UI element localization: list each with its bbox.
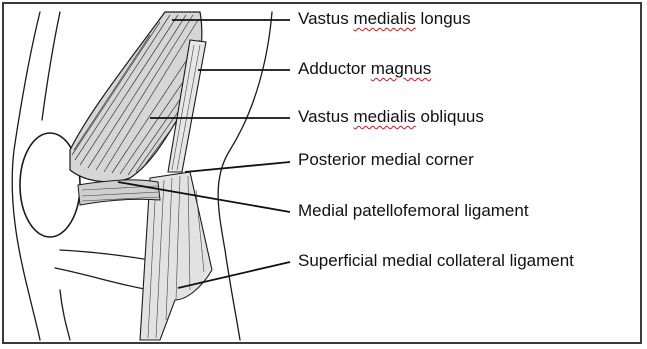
label-text-part: magnus	[371, 59, 431, 78]
label-text-part: longus	[416, 9, 471, 28]
label-text-part: Vastus	[298, 9, 353, 28]
label-adductor-magnus: Adductor magnus	[298, 59, 431, 79]
label-posterior-medial-corner: Posterior medial corner	[298, 150, 474, 170]
label-text-part: Superficial medial collateral ligament	[298, 251, 574, 270]
label-vastus-medialis-obliquus: Vastus medialis obliquus	[298, 107, 484, 127]
posterior-outline	[218, 12, 272, 340]
label-text-part: obliquus	[416, 107, 484, 126]
label-superficial-medial-collateral-ligament: Superficial medial collateral ligament	[298, 251, 574, 271]
thigh-outline-inner	[42, 12, 60, 120]
label-text-part: medialis	[353, 107, 415, 126]
label-text-part: Vastus	[298, 107, 353, 126]
label-text-part: Medial patellofemoral ligament	[298, 201, 529, 220]
label-text-part: medialis	[353, 9, 415, 28]
tibia-lower	[55, 268, 150, 290]
label-medial-patellofemoral-ligament: Medial patellofemoral ligament	[298, 201, 529, 221]
leader-pmc	[185, 162, 290, 172]
label-text-part: Adductor	[298, 59, 371, 78]
label-text-part: Posterior medial corner	[298, 150, 474, 169]
label-vastus-medialis-longus: Vastus medialis longus	[298, 9, 471, 29]
shin-outline	[60, 290, 70, 340]
